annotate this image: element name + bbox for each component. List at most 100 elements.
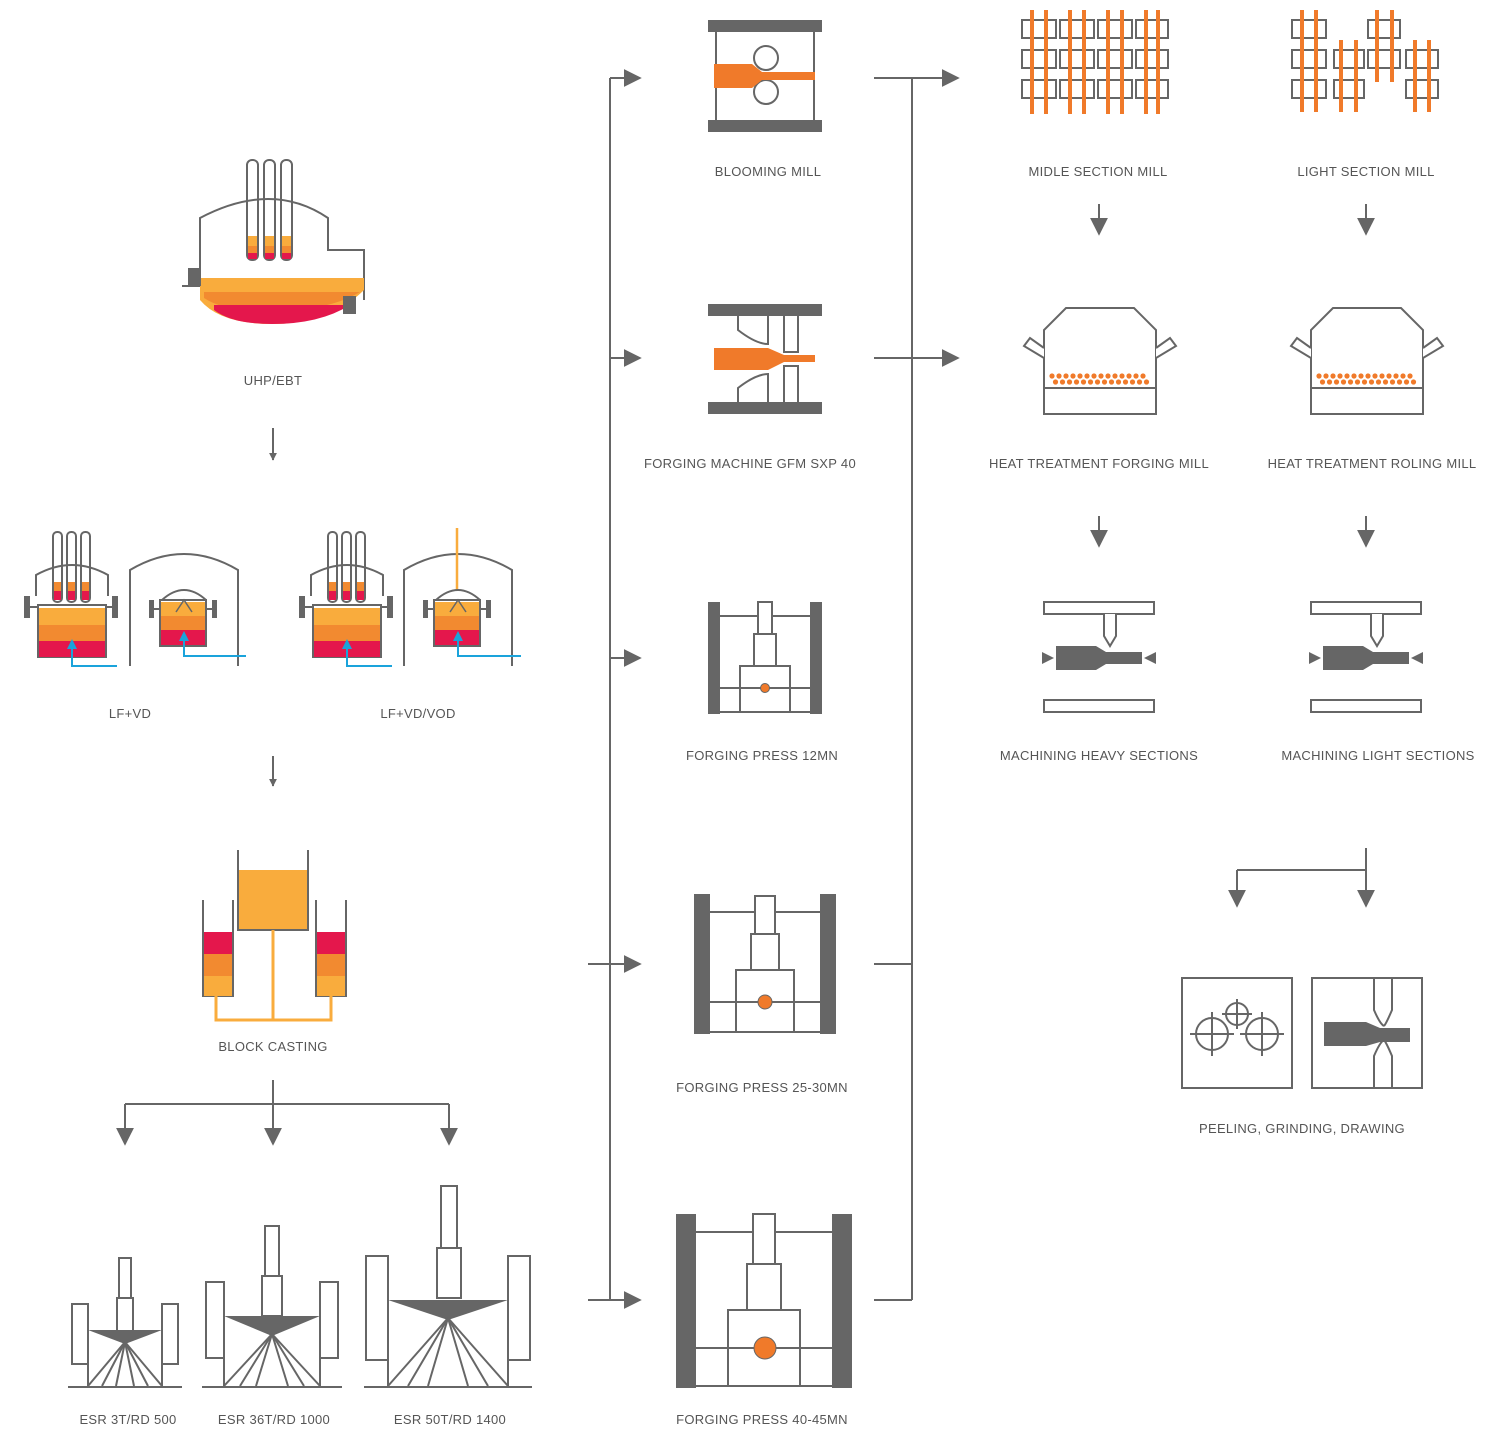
- heated-part-dot: [1330, 373, 1336, 379]
- forging-press-12mn-icon: [708, 601, 822, 714]
- heated-part-dot: [1084, 373, 1090, 379]
- machining-light-label: MACHINING LIGHT SECTIONS: [1281, 748, 1474, 763]
- heated-part-dot: [1354, 379, 1361, 385]
- heat-treatment-forging-dots: [1049, 373, 1150, 385]
- heated-part-dot: [1112, 373, 1118, 379]
- light-section-mill-icon: [1291, 19, 1439, 99]
- machining-split-connector: [1228, 848, 1375, 908]
- esr-36t-label: ESR 36T/RD 1000: [218, 1412, 330, 1427]
- heated-part-dot: [1080, 379, 1087, 385]
- heated-part-dot: [1133, 373, 1139, 379]
- drawing-die-icon: [1311, 977, 1423, 1089]
- heated-part-dot: [1361, 379, 1368, 385]
- forging-press-25mn-label: FORGING PRESS 25-30MN: [676, 1080, 848, 1095]
- blooming-mill-icon: [708, 20, 822, 132]
- heated-part-dot: [1091, 373, 1097, 379]
- esr-small-icon: [68, 1257, 182, 1388]
- heated-part-dot: [1375, 379, 1382, 385]
- lf-vd-label: LF+VD: [109, 706, 151, 721]
- heated-part-dot: [1101, 379, 1108, 385]
- heat-treatment-rolling-label: HEAT TREATMENT ROLING MILL: [1268, 456, 1477, 471]
- heated-part-dot: [1400, 373, 1406, 379]
- heated-part-dot: [1073, 379, 1080, 385]
- heated-part-dot: [1326, 379, 1333, 385]
- heated-part-dot: [1105, 373, 1111, 379]
- heated-part-dot: [1340, 379, 1347, 385]
- heated-part-dot: [1119, 373, 1125, 379]
- forging-press-40mn-label: FORGING PRESS 40-45MN: [676, 1412, 848, 1427]
- heated-part-dot: [1389, 379, 1396, 385]
- machining-heavy-icon: [1042, 601, 1156, 713]
- middle-section-bars: [1030, 10, 1160, 114]
- heated-part-dot: [1140, 373, 1146, 379]
- uhp-ebt-furnace-icon: [182, 159, 365, 324]
- furnace-label: UHP/EBT: [244, 373, 302, 388]
- peeling-grinding-icon: [1181, 977, 1293, 1089]
- heated-part-dot: [1129, 379, 1136, 385]
- heated-part-dot: [1365, 373, 1371, 379]
- heat-treatment-forging-label: HEAT TREATMENT FORGING MILL: [989, 456, 1209, 471]
- heated-part-dot: [1126, 373, 1132, 379]
- heated-part-dot: [1333, 379, 1340, 385]
- heated-part-dot: [1049, 373, 1055, 379]
- esr-3t-label: ESR 3T/RD 500: [79, 1412, 176, 1427]
- middle-section-mill-label: MIDLE SECTION MILL: [1028, 164, 1167, 179]
- casting-to-forming-connector: [588, 69, 642, 1309]
- heated-part-dot: [1056, 373, 1062, 379]
- heated-part-dot: [1066, 379, 1073, 385]
- heated-part-dot: [1052, 379, 1059, 385]
- machining-light-icon: [1309, 601, 1423, 713]
- heated-part-dot: [1098, 373, 1104, 379]
- heated-part-dot: [1393, 373, 1399, 379]
- lf-vd-vod-label: LF+VD/VOD: [380, 706, 455, 721]
- heated-part-dot: [1351, 373, 1357, 379]
- forging-press-12mn-label: FORGING PRESS 12MN: [686, 748, 838, 763]
- lf-vd-vod-ladle-icon: [299, 528, 521, 667]
- heated-part-dot: [1410, 379, 1417, 385]
- heated-part-dot: [1323, 373, 1329, 379]
- blooming-mill-label: BLOOMING MILL: [715, 164, 821, 179]
- casting-split-connector: [116, 1080, 458, 1146]
- heated-part-dot: [1358, 373, 1364, 379]
- machining-heavy-label: MACHINING HEAVY SECTIONS: [1000, 748, 1198, 763]
- esr-large-icon: [364, 1185, 532, 1388]
- light-section-bars: [1300, 10, 1431, 112]
- forging-press-25mn-icon: [694, 894, 836, 1034]
- heated-part-dot: [1403, 379, 1410, 385]
- heated-part-dot: [1136, 379, 1143, 385]
- heated-part-dot: [1386, 373, 1392, 379]
- block-casting-icon: [202, 850, 347, 1022]
- heated-part-dot: [1319, 379, 1326, 385]
- heat-treatment-forging-icon: [1022, 307, 1178, 415]
- heated-part-dot: [1094, 379, 1101, 385]
- heated-part-dot: [1077, 373, 1083, 379]
- heated-part-dot: [1108, 379, 1115, 385]
- esr-medium-icon: [202, 1225, 342, 1388]
- heated-part-dot: [1372, 373, 1378, 379]
- esr-50t-label: ESR 50T/RD 1400: [394, 1412, 506, 1427]
- heated-part-dot: [1379, 373, 1385, 379]
- heated-part-dot: [1115, 379, 1122, 385]
- heated-part-dot: [1087, 379, 1094, 385]
- heated-part-dot: [1382, 379, 1389, 385]
- heat-treatment-rolling-icon: [1289, 307, 1445, 415]
- heated-part-dot: [1059, 379, 1066, 385]
- heated-part-dot: [1143, 379, 1150, 385]
- heated-part-dot: [1396, 379, 1403, 385]
- heated-part-dot: [1337, 373, 1343, 379]
- heated-part-dot: [1407, 373, 1413, 379]
- heated-part-dot: [1347, 379, 1354, 385]
- peeling-grinding-drawing-label: PEELING, GRINDING, DRAWING: [1199, 1121, 1405, 1136]
- forming-to-finishing-connector: [874, 69, 960, 1301]
- light-section-mill-label: LIGHT SECTION MILL: [1297, 164, 1434, 179]
- heated-part-dot: [1316, 373, 1322, 379]
- heated-part-dot: [1070, 373, 1076, 379]
- middle-section-mill-icon: [1021, 19, 1169, 99]
- heated-part-dot: [1344, 373, 1350, 379]
- heated-part-dot: [1122, 379, 1129, 385]
- forging-machine-gfm-label: FORGING MACHINE GFM SXP 40: [644, 456, 856, 471]
- block-casting-label: BLOCK CASTING: [218, 1039, 327, 1054]
- forging-machine-gfm-icon: [708, 304, 822, 414]
- heated-part-dot: [1063, 373, 1069, 379]
- lf-vd-ladle-icon: [24, 531, 246, 667]
